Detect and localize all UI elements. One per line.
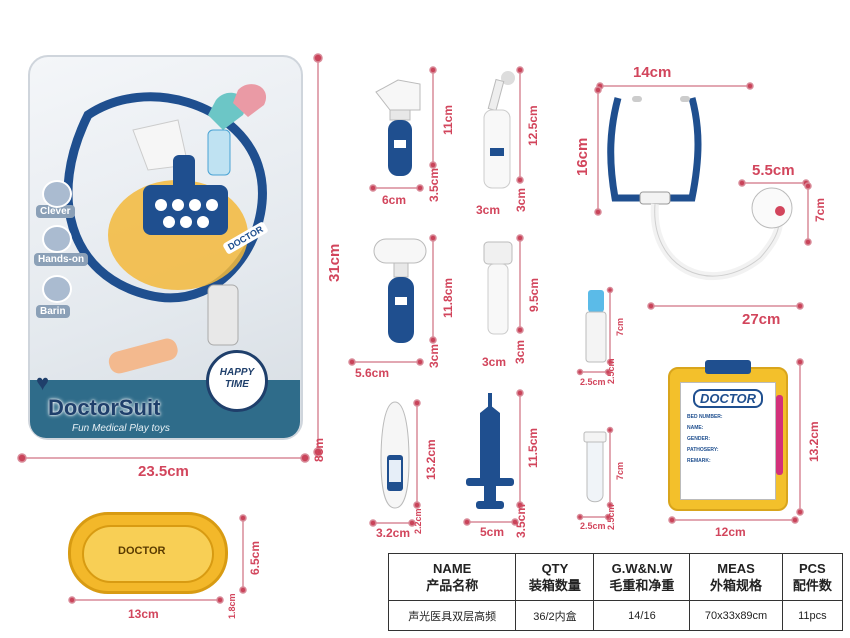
bottle-height-dim: 7cm [615,317,625,336]
bottle-width-dim: 2.5cm [580,377,606,387]
clipboard-height-dim: 13.2cm [807,421,821,462]
package-label-hands-on: Hands-on [34,253,89,266]
package-depth-dim: 8cm [312,437,326,462]
hammer-illustration [373,238,427,343]
testtube-depth-dim: 2.5cm [606,504,616,530]
syringe-depth-dim: 3.5cm [514,503,528,538]
tray-label: DOCTOR [118,545,166,557]
thermometer-depth-dim: 2.2cm [413,508,423,534]
thermometer-illustration [380,401,410,509]
syringe-illustration [466,393,514,509]
flashlight-width-dim: 3cm [482,355,507,369]
stethoscope-head-width-dim: 5.5cm [752,162,795,179]
clipboard-field-gender: GENDER: [687,436,711,442]
value-name: 声光医具双层高频 [387,600,517,631]
pen-icon [776,395,783,475]
package-label-barin: Barin [36,305,70,318]
value-pcs: 11pcs [781,600,844,631]
spec-value-row: 声光医具双层高频 36/2内盒 14/16 70x33x89cm 11pcs [387,600,844,631]
hammer-depth-dim: 3cm [427,343,441,368]
flashlight-height-dim: 9.5cm [527,277,541,312]
clipboard-width-dim: 12cm [715,525,746,539]
dropper-height-dim: 12.5cm [526,105,540,146]
dropper-width-dim: 3cm [476,203,501,217]
stethoscope-head-height-dim: 7cm [813,197,827,222]
clipboard-clip [705,360,751,374]
dropper-illustration [483,71,515,189]
otoscope-width-dim: 6cm [382,193,407,207]
flashlight-illustration [483,241,513,335]
package-tagline: Fun Medical Play toys [72,423,170,434]
clipboard-field-name: NAME: [687,425,704,431]
syringe-width-dim: 5cm [480,525,505,539]
clipboard-field-pathosery: PATHOSERY: [687,447,719,453]
eye-icon [42,180,72,208]
badge-line-1: HAPPY [219,367,255,378]
bottle-depth-dim: 2.5cm [606,358,616,384]
flashlight-depth-dim: 3cm [513,339,527,364]
otoscope-height-dim: 11cm [441,104,455,135]
otoscope-illustration [375,79,421,176]
stethoscope-width-dim: 14cm [633,64,672,81]
clipboard-fields: BED NUMBER: NAME: GENDER: PATHOSERY: REM… [681,412,775,467]
hammer-height-dim: 11.8cm [441,277,455,318]
tray-inner [82,525,214,583]
testtube-illustration [583,431,607,503]
tray-depth-dim: 1.8cm [227,593,237,619]
testtube-height-dim: 7cm [615,461,625,480]
hammer-width-dim: 5.6cm [355,366,390,380]
testtube-width-dim: 2.5cm [580,521,606,531]
dropper-depth-dim: 3cm [514,187,528,212]
badge-line-2: TIME [225,379,249,390]
otoscope-depth-dim: 3.5cm [427,167,441,202]
bottle-illustration [585,290,607,363]
clipboard-field-remark: REMARK: [687,458,711,464]
brain-icon [42,275,72,303]
value-qty: 36/2内盒 [515,600,595,631]
tray-height-dim: 6.5cm [248,540,262,575]
package-label-clever: Clever [36,205,75,218]
package-height-dim: 31cm [326,243,343,282]
package-toys-illustration [63,84,267,374]
syringe-height-dim: 11.5cm [526,427,540,468]
value-meas: 70x33x89cm [689,600,783,631]
clipboard-title: DOCTOR [693,389,763,408]
value-weight: 14/16 [593,600,691,631]
stethoscope-illustration [607,96,793,280]
hand-icon [42,225,72,253]
thermometer-width-dim: 3.2cm [376,526,411,540]
package-brand: DoctorSuit [48,395,161,420]
tray-width-dim: 13cm [128,607,159,621]
stethoscope-height-dim: 16cm [574,137,591,176]
clipboard-sheet: DOCTOR BED NUMBER: NAME: GENDER: PATHOSE… [680,382,776,500]
happy-time-badge: HAPPY TIME [206,350,268,412]
clipboard-field-bed: BED NUMBER: [687,414,723,420]
heart-icon: ♥ [36,370,50,395]
package-width-dim: 23.5cm [138,463,189,480]
thermometer-height-dim: 13.2cm [424,439,438,480]
stethoscope-tube-dim: 27cm [742,311,781,328]
